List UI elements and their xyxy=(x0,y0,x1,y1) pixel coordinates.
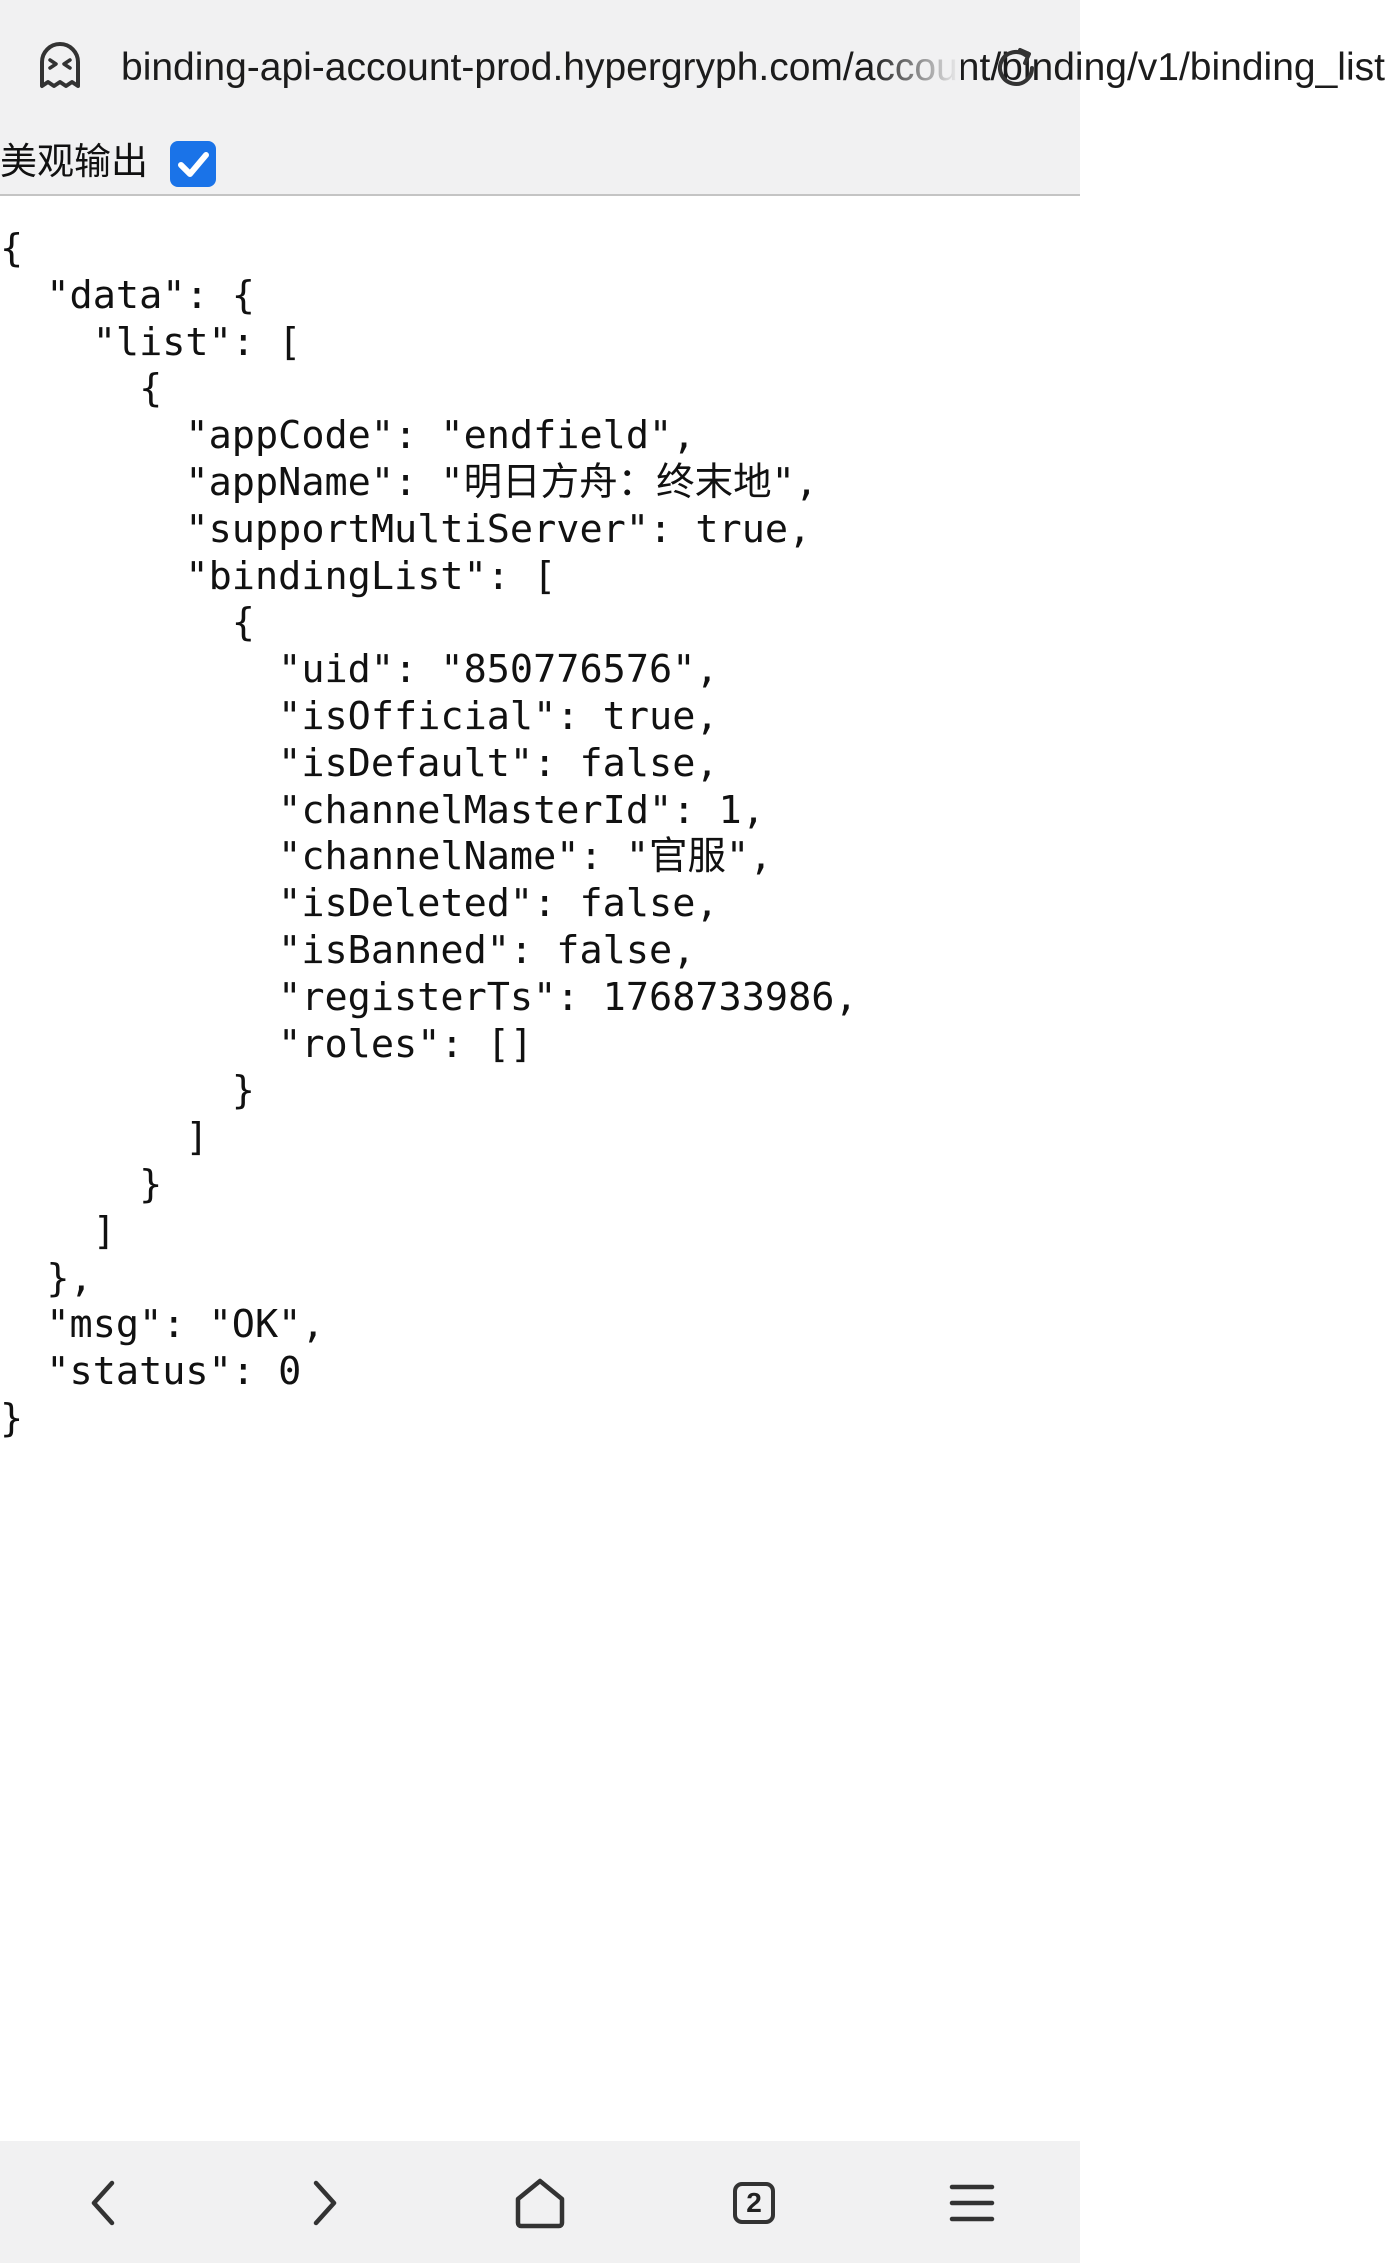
json-line: "list": [ xyxy=(0,319,302,365)
pretty-print-bar: 美观输出 xyxy=(0,135,1080,196)
tabs-icon xyxy=(733,2182,775,2224)
json-line: "supportMultiServer": true, xyxy=(0,506,812,552)
hamburger-menu-icon[interactable] xyxy=(940,2171,1004,2235)
tabs-button[interactable]: 2 xyxy=(732,2181,776,2225)
json-line: { xyxy=(0,226,24,271)
json-line: "appCode": "endfield", xyxy=(0,413,696,459)
json-line: "isDefault": false, xyxy=(0,740,719,786)
json-line: "appName": "明日方舟：终末地", xyxy=(0,459,818,505)
checkmark-icon xyxy=(178,152,209,177)
home-icon[interactable] xyxy=(508,2171,572,2235)
json-line: "isDeleted": false, xyxy=(0,881,719,927)
url-field[interactable]: binding-api-account-prod.hypergryph.com/… xyxy=(121,40,1385,96)
json-content: { "data": { "list": [ { "appCode": "endf… xyxy=(0,226,858,1443)
json-line: ] xyxy=(0,1208,116,1254)
reload-icon[interactable] xyxy=(990,42,1042,94)
json-line: } xyxy=(0,1395,24,1441)
json-line: "roles": [] xyxy=(0,1021,534,1067)
json-line: "bindingList": [ xyxy=(0,553,557,599)
json-line: "data": { xyxy=(0,272,255,318)
json-line: "msg": "OK", xyxy=(0,1302,325,1348)
json-line: "isOfficial": true, xyxy=(0,693,719,739)
json-line: } xyxy=(0,1068,255,1114)
json-line: }, xyxy=(0,1255,93,1301)
chevron-left-icon[interactable] xyxy=(74,2171,138,2235)
chevron-right-icon[interactable] xyxy=(290,2171,354,2235)
address-bar: binding-api-account-prod.hypergryph.com/… xyxy=(0,0,1385,135)
url-fade xyxy=(871,40,961,96)
tabs-count: 2 xyxy=(746,2187,762,2218)
json-line: "registerTs": 1768733986, xyxy=(0,974,858,1020)
json-line: "status": 0 xyxy=(0,1349,302,1395)
json-line: { xyxy=(0,600,255,646)
json-line: "uid": "850776576", xyxy=(0,647,719,693)
json-line: "isBanned": false, xyxy=(0,927,696,973)
pretty-print-label: 美观输出 xyxy=(0,140,148,183)
json-line: "channelMasterId": 1, xyxy=(0,787,765,833)
pretty-print-checkbox[interactable] xyxy=(170,141,216,187)
json-line: } xyxy=(0,1161,163,1207)
json-line: { xyxy=(0,366,163,412)
bottom-navigation: 2 xyxy=(0,2141,1080,2263)
json-line: ] xyxy=(0,1115,209,1161)
json-line: "channelName": "官服", xyxy=(0,834,773,880)
url-text: binding-api-account-prod.hypergryph.com/… xyxy=(121,46,1385,89)
ghost-face-icon[interactable] xyxy=(36,40,84,92)
